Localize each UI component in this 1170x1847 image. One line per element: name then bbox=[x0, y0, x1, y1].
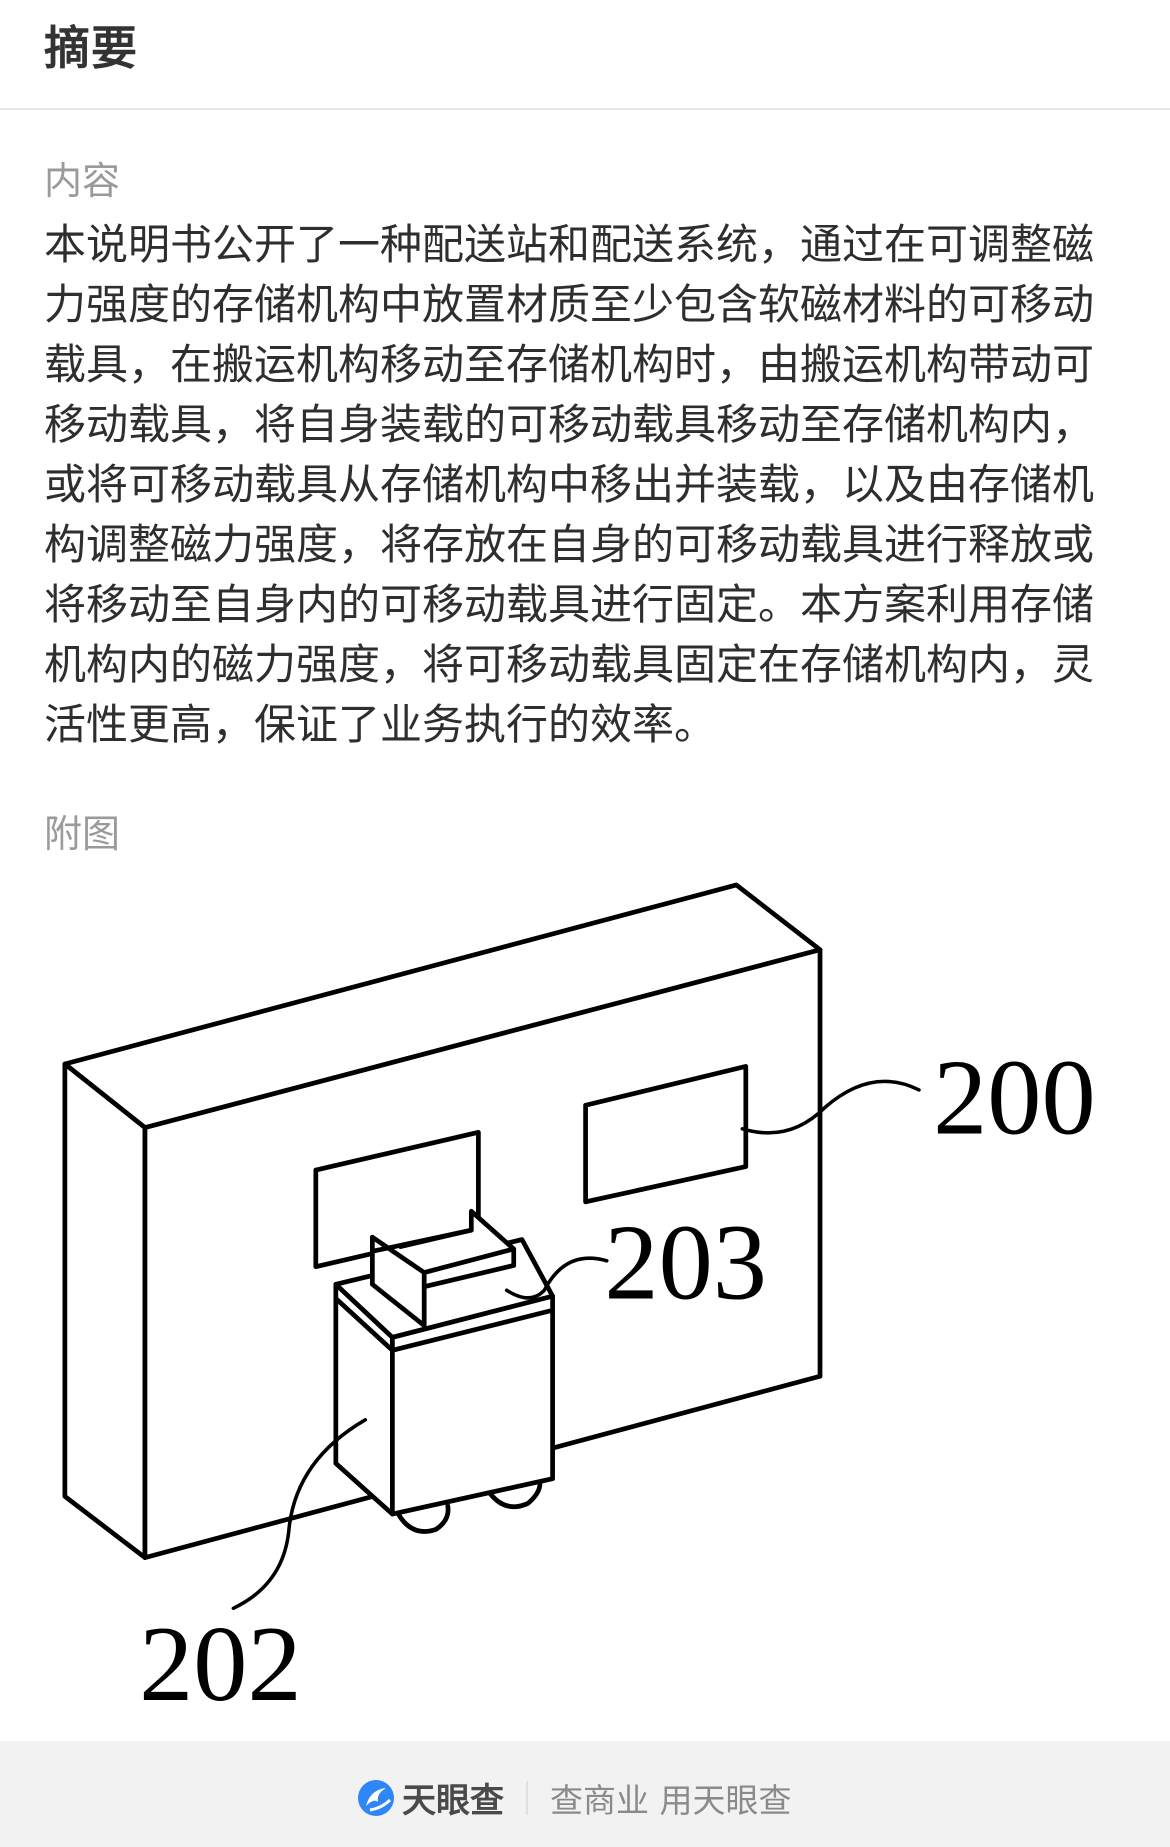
abstract-line: 力强度的存储机构中放置材质至少包含软磁材料的可移动 bbox=[44, 280, 1095, 329]
abstract-line: 构调整磁力强度，将存放在自身的可移动载具进行释放或 bbox=[44, 520, 1095, 569]
divider bbox=[526, 1780, 528, 1815]
abstract-line: 机构内的磁力强度，将可移动载具固定在存储机构内，灵 bbox=[44, 640, 1095, 689]
abstract-line: 将移动至自身内的可移动载具进行固定。本方案利用存储 bbox=[44, 580, 1095, 629]
footer: 天眼查 查商业 用天眼查 bbox=[0, 1741, 1170, 1847]
page-title: 摘要 bbox=[44, 21, 138, 75]
figure-label: 附图 bbox=[44, 812, 121, 856]
station-left-face bbox=[62, 1061, 148, 1560]
abstract-line: 或将可移动载具从存储机构中移出并装载，以及由存储机 bbox=[44, 460, 1095, 509]
header: 摘要 bbox=[0, 0, 1170, 110]
ref-label-203: 203 bbox=[604, 1202, 767, 1322]
ref-label-202: 202 bbox=[139, 1604, 302, 1724]
leader-200 bbox=[740, 1079, 921, 1135]
content-label: 内容 bbox=[44, 159, 121, 203]
brand[interactable]: 天眼查 查商业 用天眼查 bbox=[356, 1773, 792, 1822]
brand-name: 天眼查 bbox=[402, 1781, 504, 1821]
abstract-line: 本说明书公开了一种配送站和配送系统，通过在可调整磁 bbox=[44, 220, 1095, 269]
storage-slot-right bbox=[583, 1064, 749, 1205]
slogan: 查商业 用天眼查 bbox=[550, 1780, 792, 1820]
abstract-line: 活性更高，保证了业务执行的效率。 bbox=[44, 700, 717, 749]
abstract-line: 移动载具，将自身装载的可移动载具移动至存储机构内， bbox=[44, 400, 1095, 449]
leader-202 bbox=[231, 1418, 368, 1611]
abstract-text: 本说明书公开了一种配送站和配送系统，通过在可调整磁 力强度的存储机构中放置材质至… bbox=[44, 215, 1144, 755]
patent-figure[interactable]: 200 203 202 bbox=[0, 872, 1170, 1732]
leader-203 bbox=[504, 1256, 609, 1300]
ref-label-200: 200 bbox=[933, 1038, 1096, 1158]
abstract-line: 载具，在搬运机构移动至存储机构时，由搬运机构带动可 bbox=[44, 340, 1095, 389]
tianyancha-logo-icon bbox=[358, 1779, 394, 1816]
